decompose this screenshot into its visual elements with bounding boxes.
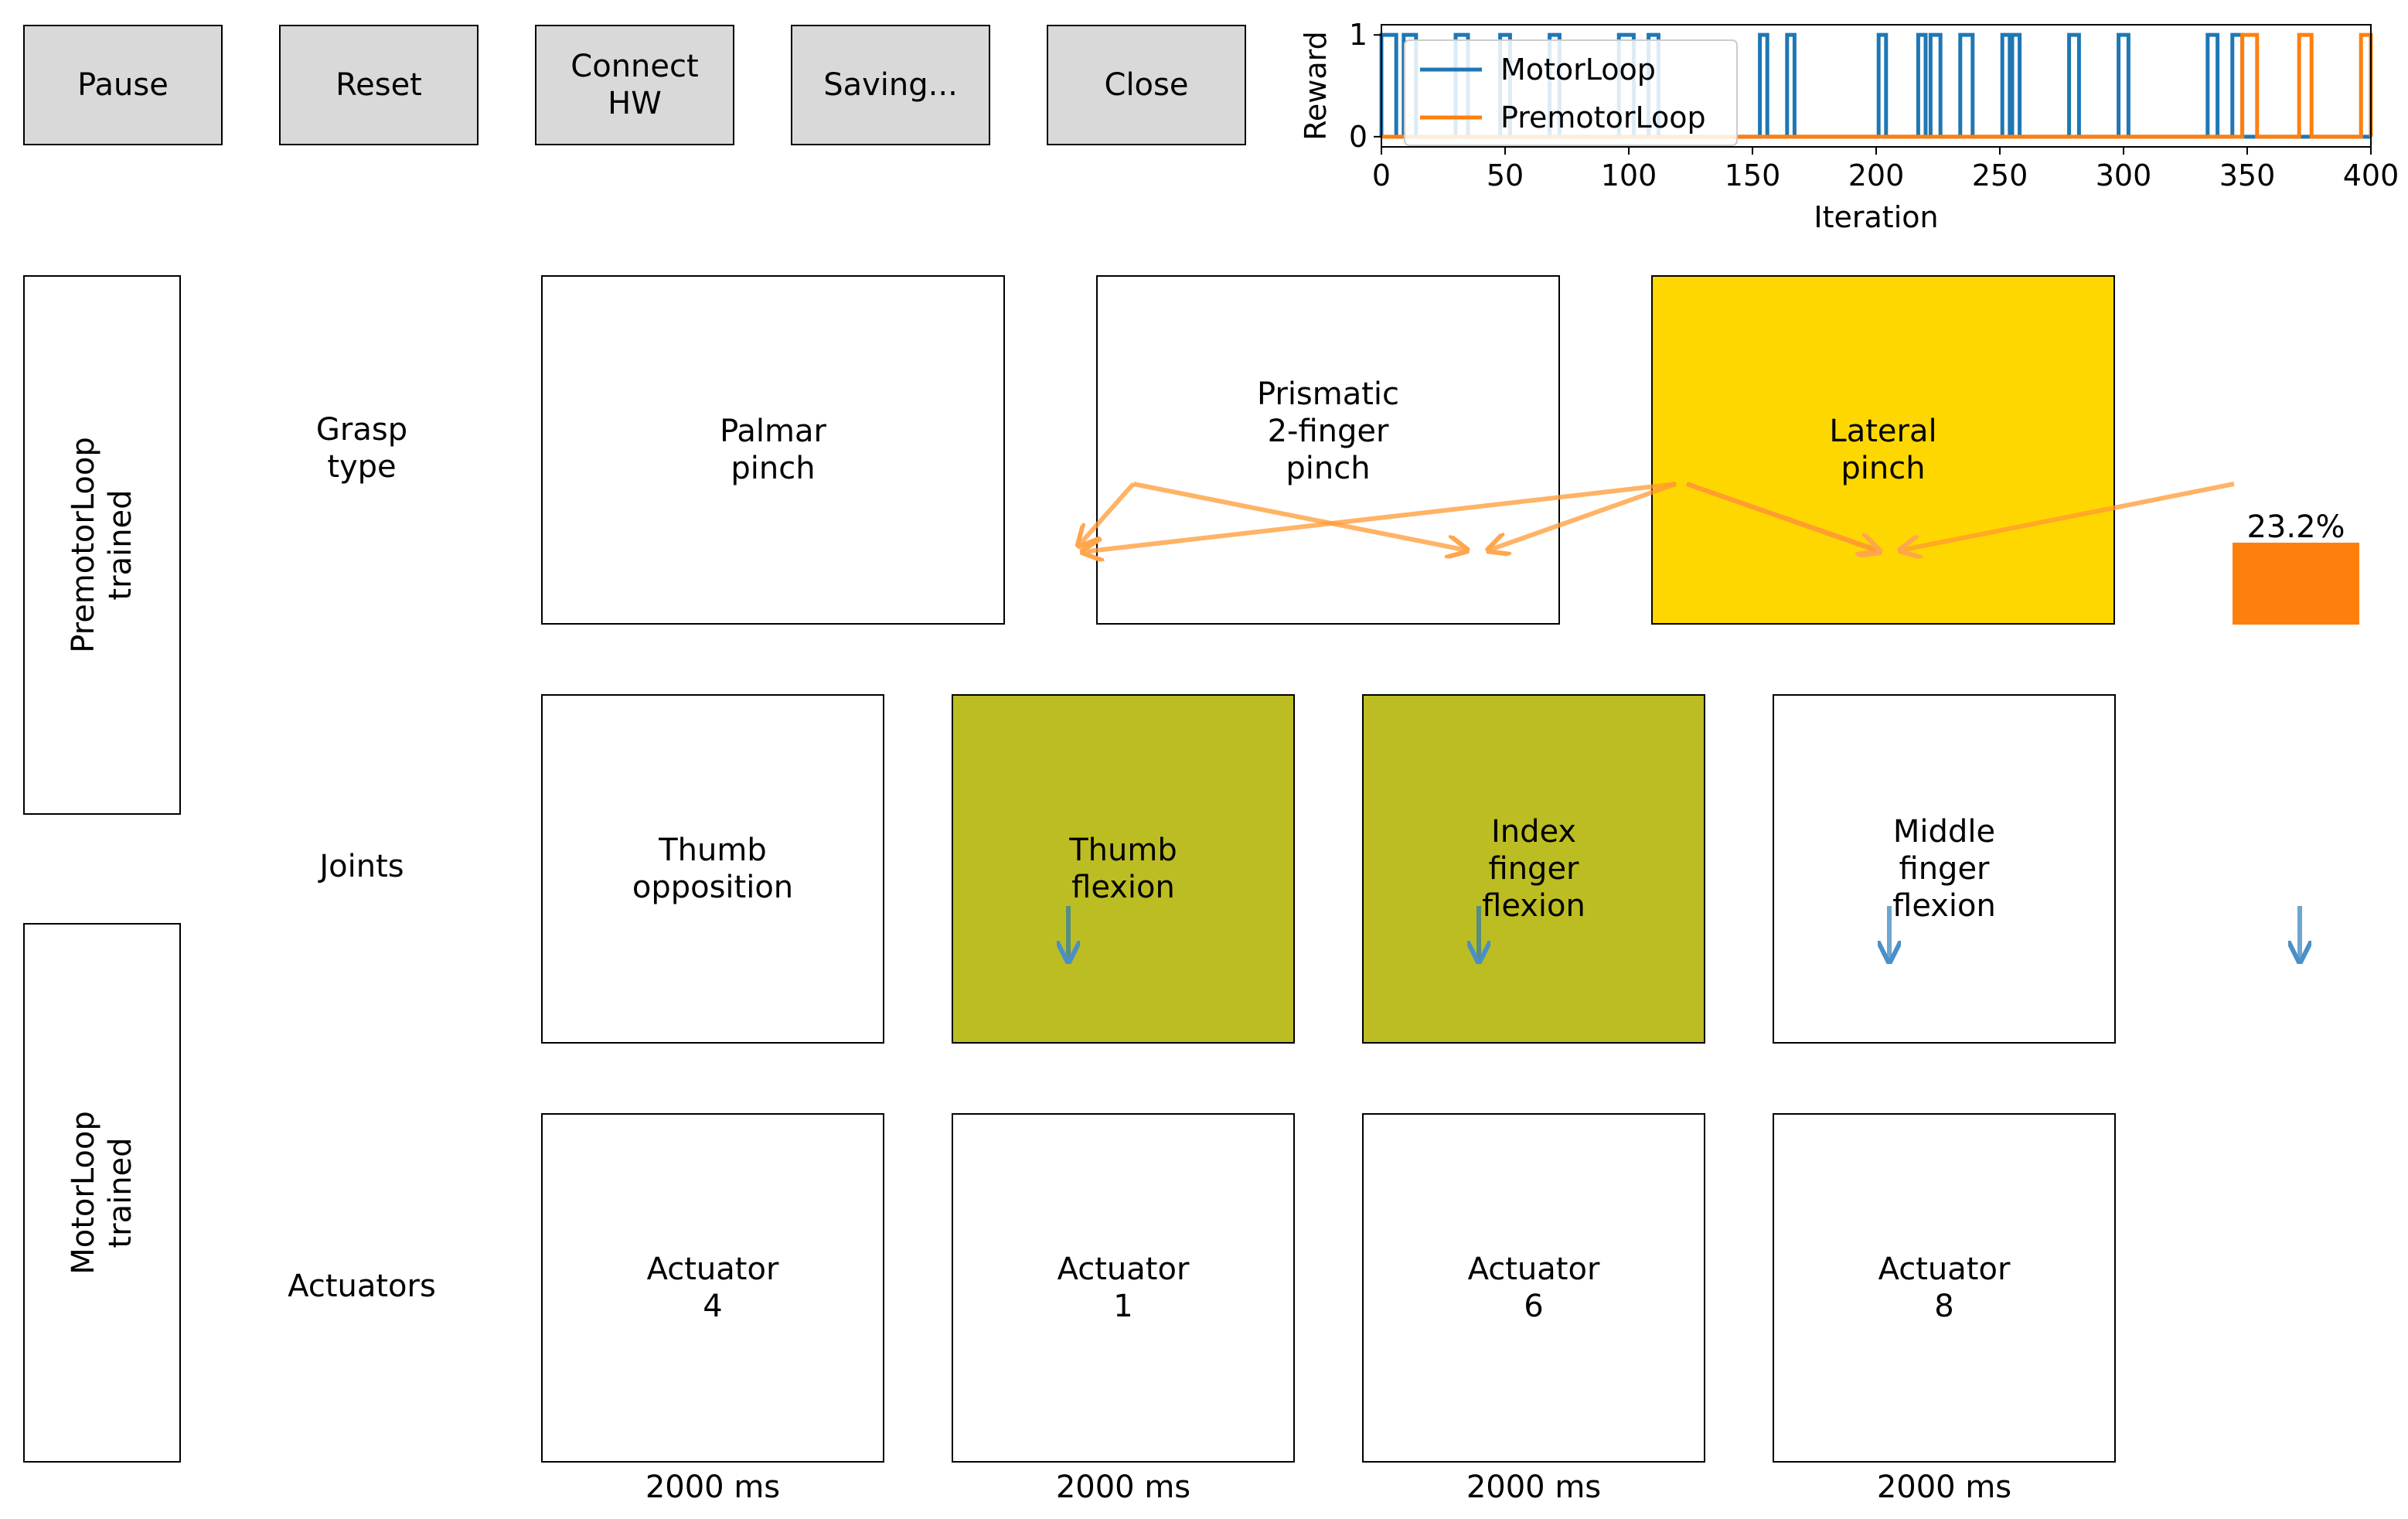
x-tick-label: 0: [1372, 158, 1391, 192]
progress-fill: [2233, 543, 2359, 625]
joint-index-finger-flexion[interactable]: Index finger flexion: [1362, 694, 1705, 1044]
joint-middle-finger-flexion[interactable]: Middle finger flexion: [1773, 694, 2116, 1044]
joint-thumb-flexion[interactable]: Thumb flexion: [952, 694, 1295, 1044]
row-label-grasp: Grasp type: [315, 412, 408, 485]
saving-button[interactable]: Saving...: [791, 25, 990, 145]
y-tick-label: 0: [1349, 120, 1367, 154]
actuator-1[interactable]: Actuator 1: [952, 1113, 1295, 1463]
actuator-4-duration: 2000 ms: [645, 1470, 781, 1505]
grasp-palmar-pinch[interactable]: Palmar pinch: [541, 275, 1005, 625]
legend-entry: MotorLoop: [1500, 53, 1656, 87]
x-tick-label: 400: [2343, 158, 2399, 192]
y-axis-label: Reward: [1299, 31, 1333, 141]
joint-thumb-opposition[interactable]: Thumb opposition: [541, 694, 884, 1044]
actuator-6-duration: 2000 ms: [1466, 1470, 1602, 1505]
legend-frame: [1404, 39, 1738, 146]
x-tick-label: 300: [2096, 158, 2152, 192]
x-axis-label: Iteration: [1814, 200, 1938, 234]
progress-label: 23.2%: [2246, 509, 2345, 545]
progress-bar: [2233, 543, 2359, 625]
motor-trained-indicator: MotorLoop trained: [23, 923, 181, 1463]
grasp-lateral-pinch[interactable]: Lateral pinch: [1651, 275, 2115, 625]
row-label-joints: Joints: [319, 849, 404, 884]
series-line-premotorloop: [1381, 32, 2373, 139]
actuator-4[interactable]: Actuator 4: [541, 1113, 884, 1463]
x-tick-label: 250: [1972, 158, 2028, 192]
y-tick-label: 1: [1349, 18, 1367, 52]
motor-trained-label: MotorLoop trained: [66, 1111, 138, 1275]
x-tick-label: 100: [1601, 158, 1657, 192]
pause-button[interactable]: Pause: [23, 25, 223, 145]
premotor-trained-indicator: PremotorLoop trained: [23, 275, 181, 815]
row-label-actuators: Actuators: [288, 1269, 436, 1304]
x-tick-label: 350: [2219, 158, 2276, 192]
actuator-1-duration: 2000 ms: [1055, 1470, 1191, 1505]
actuator-8[interactable]: Actuator 8: [1773, 1113, 2116, 1463]
legend-entry: PremotorLoop: [1500, 100, 1706, 135]
actuator-6[interactable]: Actuator 6: [1362, 1113, 1705, 1463]
x-tick-label: 50: [1487, 158, 1524, 192]
connect-hw-button[interactable]: Connect HW: [535, 25, 734, 145]
x-tick-label: 150: [1725, 158, 1781, 192]
actuator-8-duration: 2000 ms: [1876, 1470, 2012, 1505]
close-button[interactable]: Close: [1047, 25, 1246, 145]
grasp-prismatic-2-finger-pinch[interactable]: Prismatic 2-finger pinch: [1096, 275, 1560, 625]
reset-button[interactable]: Reset: [279, 25, 479, 145]
premotor-trained-label: PremotorLoop trained: [66, 437, 138, 653]
x-tick-label: 200: [1848, 158, 1905, 192]
